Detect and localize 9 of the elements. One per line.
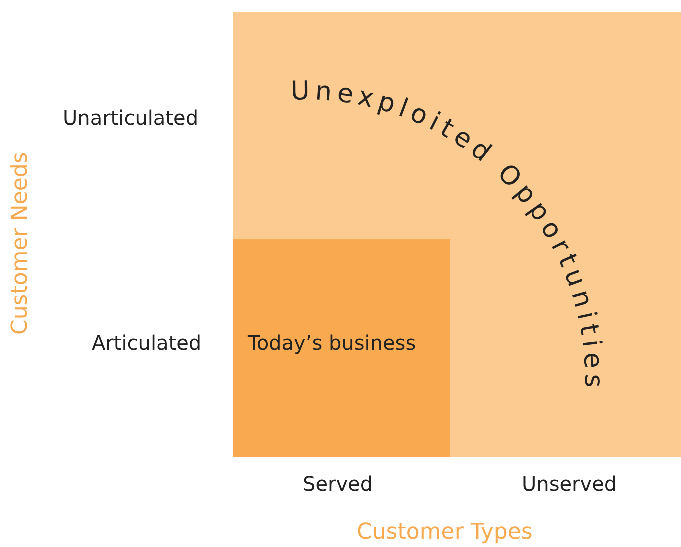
row-label: Articulated (92, 331, 202, 355)
business-area (233, 239, 450, 457)
row-label: Unarticulated (63, 106, 199, 130)
axis-title: Customer Types (357, 520, 533, 545)
column-label: Unserved (522, 472, 618, 496)
column-label: Served (303, 472, 374, 496)
opportunity-area (233, 12, 681, 457)
area-label: Today’s business (248, 331, 416, 355)
axis-title: Customer Needs (8, 152, 33, 335)
